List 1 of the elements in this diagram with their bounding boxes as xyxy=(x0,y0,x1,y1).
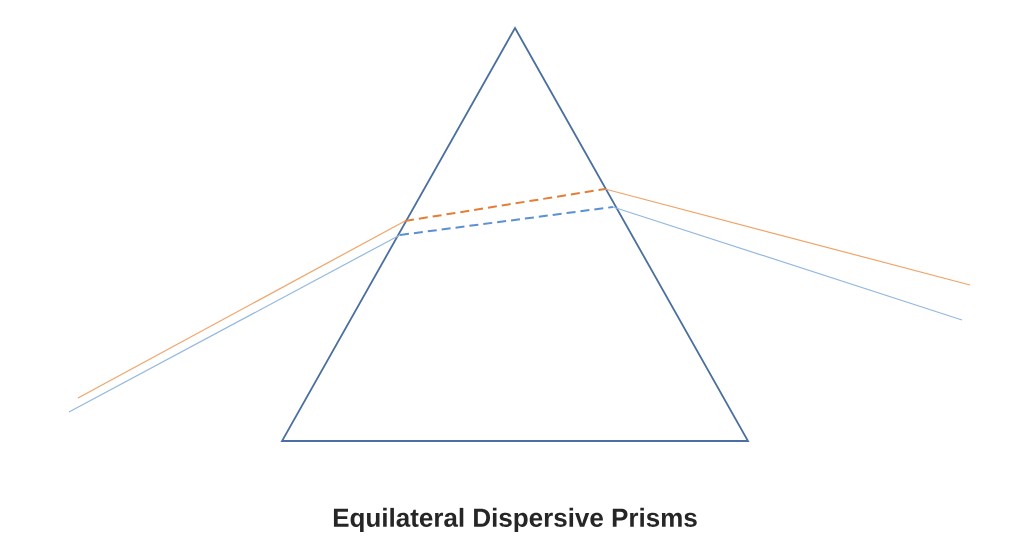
caption: Equilateral Dispersive Prisms xyxy=(333,507,697,533)
